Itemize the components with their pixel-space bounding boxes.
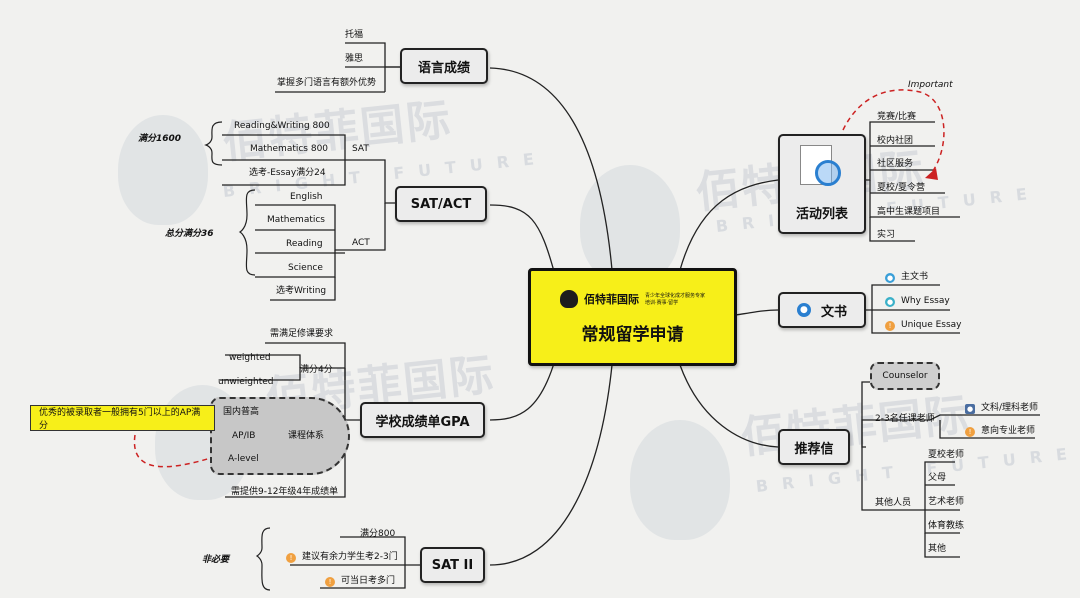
leaf-others: 其他人员 (875, 498, 912, 508)
curriculum-group-highlight (210, 397, 350, 475)
brand-logo-subtext: 青少年全球化成才服务专家 培训·赛事·留学 (645, 292, 706, 306)
user-icon: ● (965, 404, 975, 414)
leaf-teachers: 2-3名任课老师 (875, 414, 935, 424)
lion-watermark-icon (118, 115, 208, 225)
note-important: Important (908, 80, 953, 90)
node-gpa[interactable]: 学校成绩单GPA (360, 402, 485, 438)
leaf-transcript-requirement: 需提供9-12年级4年成绩单 (231, 487, 339, 497)
ap-callout: 优秀的被录取者一般拥有5门以上的AP满分 (30, 405, 215, 431)
leaf-art-teacher: 艺术老师 (928, 497, 965, 507)
leaf-sat-math: Mathematics 800 (250, 144, 329, 154)
leaf-internship: 实习 (877, 230, 896, 240)
leaf-major-teacher: !意向专业老师 (965, 425, 1035, 437)
leaf-weighted: weighted (229, 353, 271, 363)
leaf-community-service: 社区服务 (877, 159, 914, 169)
lion-watermark-icon (630, 420, 730, 540)
globe-icon: ● (885, 297, 895, 307)
leaf-summer-school: 夏校/夏令营 (877, 183, 926, 193)
leaf-multilingual: 掌握多门语言有额外优势 (277, 78, 377, 88)
essay-bubble-icon: ● (796, 303, 811, 317)
leaf-why-essay: ●Why Essay (885, 296, 950, 307)
leaf-clubs: 校内社团 (877, 136, 914, 146)
info-icon: ! (965, 427, 975, 437)
magnifier-icon (815, 160, 841, 186)
leaf-gpa-scale: 满分4分 (300, 365, 333, 375)
leaf-research-project: 高中生课题项目 (877, 207, 941, 217)
lion-logo-icon (560, 289, 578, 308)
leaf-act-reading: Reading (286, 239, 323, 249)
brand-logo-text: 佰特菲国际 (584, 292, 639, 306)
leaf-act-writing: 选考Writing (276, 286, 327, 296)
leaf-sat-label: SAT (352, 144, 369, 154)
leaf-parents: 父母 (928, 473, 947, 483)
note-sat-total: 满分1600 (138, 134, 182, 144)
leaf-toefl: 托福 (345, 30, 364, 40)
center-title: 常规留学申请 (581, 324, 684, 345)
node-essays[interactable]: ● 文书 (778, 292, 866, 328)
info-icon: ! (885, 321, 895, 331)
leaf-subject-teacher: ●文科/理科老师 (965, 403, 1039, 414)
leaf-ap-ib: AP/IB (232, 431, 256, 441)
node-activities-label: 活动列表 (795, 207, 848, 222)
leaf-curriculum: 课程体系 (288, 431, 325, 441)
leaf-summer-teacher: 夏校老师 (928, 450, 965, 460)
leaf-domestic-hs: 国内普高 (223, 407, 260, 417)
leaf-competitions: 竞赛/比赛 (877, 112, 917, 122)
center-node[interactable]: 佰特菲国际 青少年全球化成才服务专家 培训·赛事·留学 常规留学申请 (528, 268, 737, 366)
leaf-coach: 体育教练 (928, 521, 965, 531)
leaf-act-math: Mathematics (267, 215, 325, 225)
brand-logo: 佰特菲国际 青少年全球化成才服务专家 培训·赛事·留学 (560, 289, 706, 308)
node-counselor[interactable]: Counselor (870, 362, 940, 390)
lion-watermark-icon (580, 165, 680, 285)
leaf-act-english: English (290, 192, 323, 202)
node-sat-act[interactable]: SAT/ACT (395, 186, 487, 222)
leaf-main-essay: ●主文书 (885, 272, 929, 283)
node-language-scores[interactable]: 语言成绩 (400, 48, 488, 84)
leaf-sat2-suggest: !建议有余力学生考2-3门 (286, 551, 398, 563)
leaf-other: 其他 (928, 544, 947, 554)
leaf-sat-essay: 选考-Essay满分24 (249, 168, 326, 178)
leaf-sat2-full: 满分800 (360, 529, 396, 539)
leaf-act-science: Science (288, 263, 323, 273)
node-essays-label: 文书 (820, 304, 847, 320)
leaf-sat-rw: Reading&Writing 800 (234, 121, 330, 131)
leaf-sat2-sameday: !可当日考多门 (325, 575, 395, 587)
node-sat2[interactable]: SAT II (420, 547, 485, 583)
person-icon: ● (885, 273, 895, 283)
leaf-course-requirement: 需满足修课要求 (270, 329, 334, 339)
info-icon: ! (325, 577, 335, 587)
leaf-act-label: ACT (352, 238, 370, 248)
info-icon: ! (286, 553, 296, 563)
note-sat2-optional: 非必要 (202, 555, 230, 565)
leaf-a-level: A-level (228, 454, 259, 464)
note-act-total: 总分满分36 (165, 229, 214, 239)
leaf-ielts: 雅思 (345, 54, 364, 64)
leaf-unique-essay: !Unique Essay (885, 319, 962, 331)
node-recommendation[interactable]: 推荐信 (778, 429, 850, 465)
leaf-unweighted: unwieighted (218, 377, 274, 387)
